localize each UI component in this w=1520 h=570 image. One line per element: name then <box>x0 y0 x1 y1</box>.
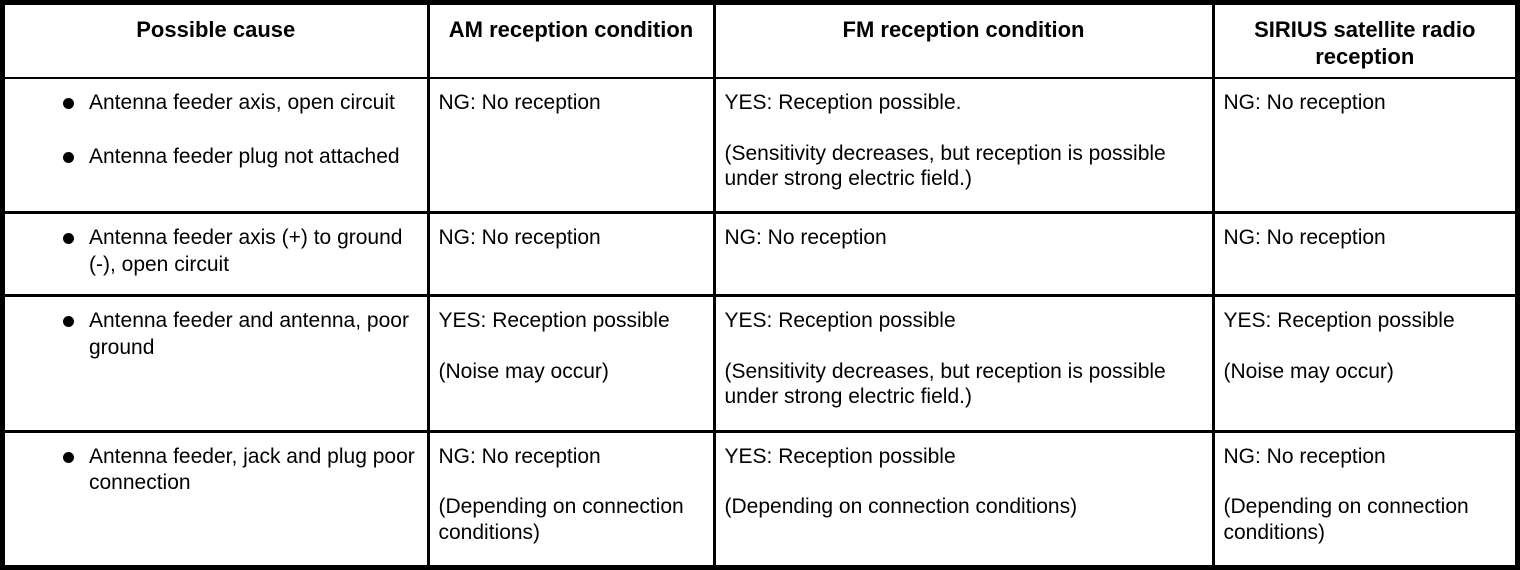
list-item: Antenna feeder axis, open circuit <box>63 90 419 116</box>
bullet-icon <box>63 451 74 463</box>
condition-result: NG: No reception <box>438 91 601 114</box>
reception-condition-table: Possible cause AM reception condition FM… <box>5 5 1515 565</box>
cell-fm-condition: YES: Reception possible (Depending on co… <box>714 431 1215 565</box>
cause-list: Antenna feeder and antenna, poor ground <box>14 308 419 361</box>
condition-note: (Sensitivity decreases, but reception is… <box>724 359 1166 409</box>
condition-result: NG: No reception <box>1223 91 1386 114</box>
cause-text: Antenna feeder axis (+) to ground (-), o… <box>89 226 403 276</box>
list-item: Antenna feeder plug not attached <box>63 144 419 170</box>
column-header-fm-reception-condition: FM reception condition <box>714 5 1215 79</box>
table-row: Antenna feeder axis (+) to ground (-), o… <box>5 212 1515 298</box>
condition-result: NG: No reception <box>438 226 601 250</box>
table-header-row: Possible cause AM reception condition FM… <box>5 5 1515 79</box>
cause-text: Antenna feeder axis, open circuit <box>89 91 395 114</box>
cell-possible-cause: Antenna feeder axis (+) to ground (-), o… <box>5 212 430 298</box>
cell-sirius-condition: NG: No reception <box>1213 212 1515 298</box>
list-item: Antenna feeder, jack and plug poor conne… <box>63 444 419 497</box>
bullet-icon <box>63 316 74 328</box>
cause-list: Antenna feeder axis (+) to ground (-), o… <box>14 225 419 278</box>
table-row: Antenna feeder axis, open circuit Antenn… <box>5 78 1515 215</box>
cell-fm-condition: NG: No reception <box>714 212 1215 298</box>
table-header: Possible cause AM reception condition FM… <box>5 5 1515 79</box>
condition-note: (Noise may occur) <box>438 359 609 383</box>
condition-result: YES: Reception possible <box>1223 309 1455 333</box>
cell-possible-cause: Antenna feeder and antenna, poor ground <box>5 295 430 433</box>
condition-note: (Noise may occur) <box>1223 359 1394 383</box>
cell-am-condition: YES: Reception possible (Noise may occur… <box>428 295 716 433</box>
table-body: Antenna feeder axis, open circuit Antenn… <box>5 78 1515 565</box>
condition-result: YES: Reception possible <box>438 309 670 333</box>
condition-result: YES: Reception possible <box>724 309 956 333</box>
condition-result: NG: No reception <box>1223 444 1386 468</box>
condition-note: (Depending on connection conditions) <box>438 495 684 544</box>
column-header-sirius-satellite-radio-reception: SIRIUS satellite radio reception <box>1213 5 1515 79</box>
condition-note: (Sensitivity decreases, but reception is… <box>724 141 1166 191</box>
cell-am-condition: NG: No reception <box>428 212 716 298</box>
cell-possible-cause: Antenna feeder axis, open circuit Antenn… <box>5 78 430 215</box>
table-row: Antenna feeder and antenna, poor ground … <box>5 295 1515 433</box>
cell-sirius-condition: YES: Reception possible (Noise may occur… <box>1213 295 1515 433</box>
cell-possible-cause: Antenna feeder, jack and plug poor conne… <box>5 431 430 565</box>
cell-sirius-condition: NG: No reception <box>1213 78 1515 215</box>
cause-list: Antenna feeder axis, open circuit Antenn… <box>14 90 419 171</box>
column-header-am-reception-condition: AM reception condition <box>428 5 716 79</box>
condition-result: NG: No reception <box>724 226 887 250</box>
bullet-icon <box>63 233 74 245</box>
column-header-possible-cause: Possible cause <box>5 5 430 79</box>
condition-note: (Depending on connection conditions) <box>724 495 1078 519</box>
cell-sirius-condition: NG: No reception (Depending on connectio… <box>1213 431 1515 565</box>
cause-list: Antenna feeder, jack and plug poor conne… <box>14 444 419 497</box>
cause-text: Antenna feeder and antenna, poor ground <box>89 309 409 359</box>
condition-note: (Depending on connection conditions) <box>1223 495 1469 544</box>
cell-fm-condition: YES: Reception possible (Sensitivity dec… <box>714 295 1215 433</box>
list-item: Antenna feeder and antenna, poor ground <box>63 308 419 361</box>
bullet-icon <box>63 98 74 109</box>
table-row: Antenna feeder, jack and plug poor conne… <box>5 431 1515 565</box>
cell-am-condition: NG: No reception <box>428 78 716 215</box>
cause-text: Antenna feeder, jack and plug poor conne… <box>89 444 415 495</box>
condition-result: NG: No reception <box>1223 226 1386 250</box>
cell-fm-condition: YES: Reception possible. (Sensitivity de… <box>714 78 1215 215</box>
bullet-icon <box>63 152 74 164</box>
cause-text: Antenna feeder plug not attached <box>89 145 400 169</box>
cell-am-condition: NG: No reception (Depending on connectio… <box>428 431 716 565</box>
condition-result: NG: No reception <box>438 444 601 468</box>
list-item: Antenna feeder axis (+) to ground (-), o… <box>63 225 419 278</box>
condition-result: YES: Reception possible <box>724 444 956 468</box>
condition-result: YES: Reception possible. <box>724 91 962 114</box>
